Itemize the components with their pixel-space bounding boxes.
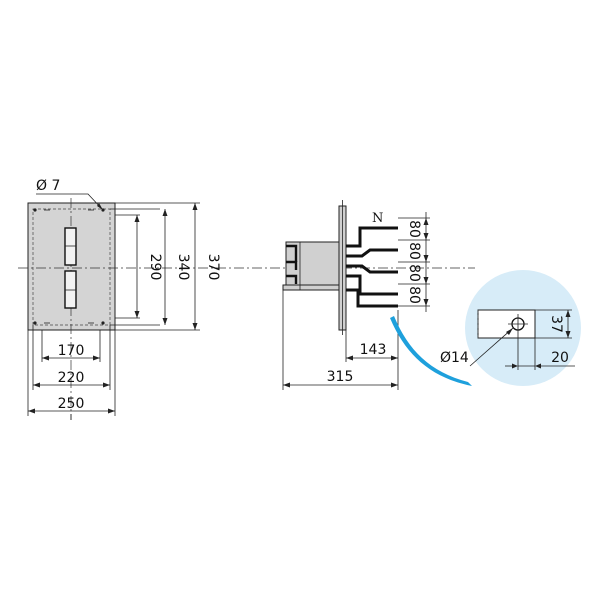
pitch-80-c: 80 (406, 264, 422, 282)
corner-hole-icon (33, 208, 37, 212)
dim-315: 315 (327, 369, 354, 385)
dim-20: 20 (551, 350, 569, 366)
dim-340: 340 (175, 254, 191, 281)
bolt-hole-label: Ø14 (440, 350, 469, 366)
corner-hole-icon (33, 321, 37, 325)
inner-outline (32, 208, 111, 326)
front-view: Ø 7 290 340 370 1 (18, 178, 475, 420)
dim-37: 37 (548, 315, 564, 333)
busbar-ends (286, 244, 298, 284)
hole-diameter-label: Ø 7 (36, 178, 60, 194)
mounting-plate (27, 202, 116, 331)
neutral-label: N (372, 211, 383, 226)
busbars (346, 226, 398, 308)
corner-hole-icon (101, 321, 105, 325)
pitch-80-b: 80 (406, 242, 422, 260)
pitch-80-d: 80 (406, 286, 422, 304)
side-view: N 80 80 80 80 143 315 (282, 200, 430, 390)
dim-170: 170 (58, 343, 85, 359)
busbar-slot-lower (64, 270, 77, 309)
dim-250: 250 (58, 396, 85, 412)
pitch-80-a: 80 (406, 220, 422, 238)
busbar-slot-upper (64, 227, 77, 266)
dim-290: 290 (147, 254, 163, 281)
dim-370: 370 (205, 254, 221, 281)
dim-220: 220 (58, 370, 85, 386)
detail-view: 37 20 Ø14 (390, 270, 581, 386)
dim-143: 143 (360, 342, 387, 358)
